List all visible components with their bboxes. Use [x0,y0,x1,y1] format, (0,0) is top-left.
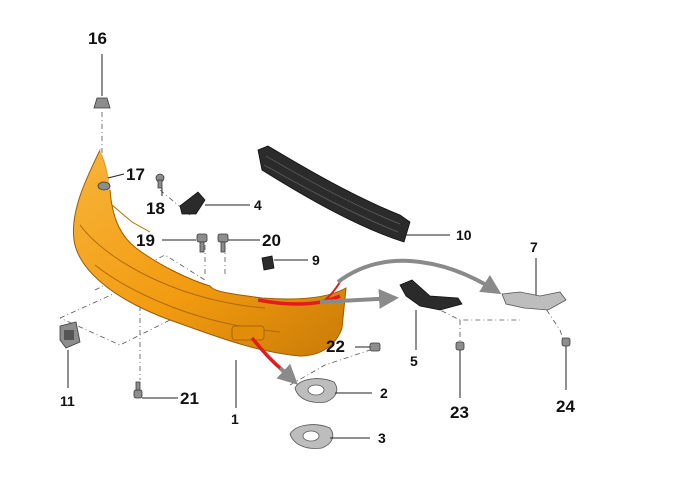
callout-3: 3 [378,430,386,446]
screw-23 [455,341,465,351]
callout-2: 2 [380,385,388,401]
screw-22 [369,342,381,352]
callout-24: 24 [556,397,575,416]
screw-20 [217,233,229,243]
callout-23: 23 [450,403,469,422]
fog-lamp-bezel-part-3 [289,424,334,449]
fog-lamp-bezel-part-2 [294,378,338,403]
callout-22: 22 [326,337,345,356]
callout-10: 10 [456,227,472,243]
callout-9: 9 [312,252,320,268]
clip-16 [93,97,111,109]
bracket-part-4 [179,191,206,215]
screw-24 [561,337,571,347]
side-guide-part-7 [501,291,567,311]
callout-4: 4 [254,197,262,213]
callout-11: 11 [60,393,75,409]
callout-19: 19 [136,231,155,250]
reinforcement-beam-part [257,145,411,243]
callout-16: 16 [88,29,107,48]
clip-9 [261,255,275,271]
callout-7: 7 [530,239,538,255]
movement-arrows [276,258,502,385]
callout-17: 17 [126,165,145,184]
side-bracket-part-5 [399,279,463,311]
callout-1: 1 [231,411,239,427]
callout-labels: 16 17 18 4 19 20 9 10 7 5 11 21 22 2 3 1… [60,29,575,446]
callout-20: 20 [262,231,281,250]
clip-17 [97,181,111,191]
callout-21: 21 [180,389,199,408]
callout-5: 5 [410,353,418,369]
callout-18: 18 [146,199,165,218]
leader-lines [67,54,567,439]
sensor-part-11 [59,321,81,349]
bolt-21 [133,389,143,399]
fasteners [93,97,571,399]
screw-19 [196,233,208,243]
